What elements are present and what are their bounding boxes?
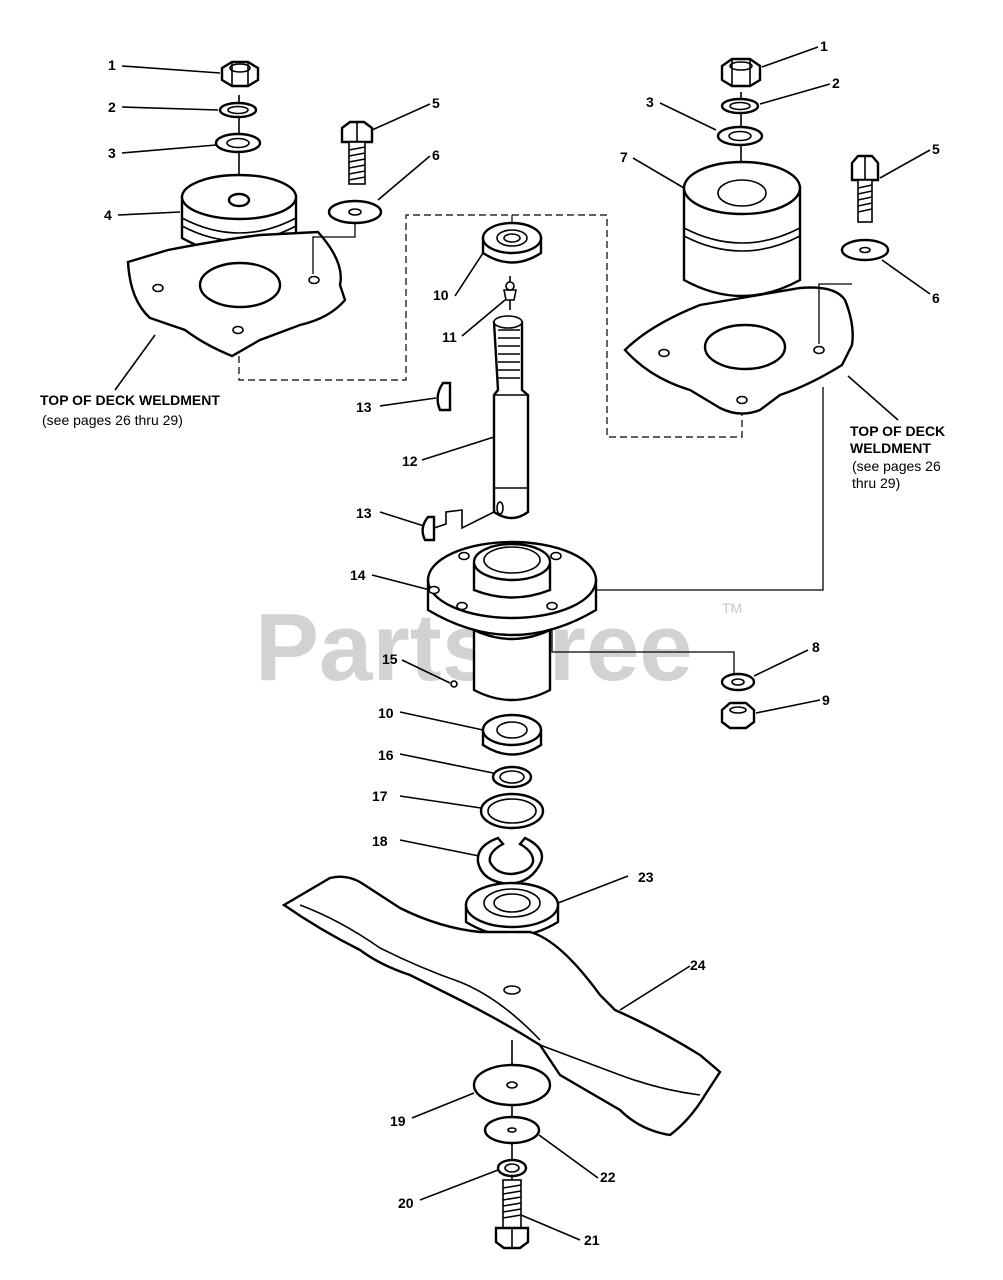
callout-5: 5 (432, 95, 440, 111)
callout-5-right: 5 (932, 141, 940, 157)
right-nut (720, 57, 762, 88)
left-nut (220, 60, 260, 88)
grease-fitting (503, 276, 517, 310)
callout-3: 3 (108, 145, 116, 161)
callout-23: 23 (638, 869, 654, 885)
callout-3-right: 3 (646, 94, 654, 110)
right-isolator (682, 160, 802, 311)
right-caption-line1: TOP OF DECK (850, 423, 945, 439)
callout-13-lower: 13 (356, 505, 372, 521)
retaining-ring (476, 836, 544, 886)
callout-9: 9 (822, 692, 830, 708)
blade-adapter (464, 881, 560, 938)
mower-blade (281, 875, 722, 1137)
callout-8: 8 (812, 639, 820, 655)
spindle-shaft (492, 315, 530, 520)
left-mount-assembly (126, 60, 383, 358)
callout-17: 17 (372, 788, 388, 804)
callout-19: 19 (390, 1113, 406, 1129)
right-caption-ref1: (see pages 26 (852, 458, 941, 474)
callout-13: 13 (356, 399, 372, 415)
blade-bolt (494, 1179, 530, 1250)
upper-bearing (481, 221, 543, 264)
callout-6: 6 (432, 147, 440, 163)
right-caption-ref2: thru 29) (852, 475, 900, 491)
callout-24: 24 (690, 957, 706, 973)
callout-11: 11 (442, 329, 457, 345)
woodruff-key-upper (436, 381, 452, 412)
callout-4: 4 (104, 207, 112, 223)
callout-10: 10 (433, 287, 449, 303)
callout-2-right: 2 (832, 75, 840, 91)
callout-14: 14 (350, 567, 366, 583)
callout-numbers: 1 2 3 4 5 6 1 2 3 7 5 6 8 9 10 11 13 12 … (104, 38, 940, 1248)
callout-1-right: 1 (820, 38, 828, 54)
leader-lines (114, 46, 931, 1241)
right-mount-assembly (623, 57, 890, 415)
woodruff-key-lower (421, 515, 436, 542)
left-caption-ref: (see pages 26 thru 29) (42, 412, 183, 428)
spindle-housing (426, 540, 598, 702)
callout-2: 2 (108, 99, 116, 115)
callout-15: 15 (382, 651, 398, 667)
callout-20: 20 (398, 1195, 414, 1211)
left-bolt (340, 120, 374, 185)
callout-12: 12 (402, 453, 418, 469)
right-caption-line2: WELDMENT (850, 440, 931, 456)
right-caption: TOP OF DECK WELDMENT (see pages 26 thru … (850, 423, 945, 491)
callout-22: 22 (600, 1169, 616, 1185)
left-caption: TOP OF DECK WELDMENT (see pages 26 thru … (40, 392, 220, 428)
callout-1: 1 (108, 57, 116, 73)
lower-bearing (481, 713, 543, 756)
callout-21: 21 (584, 1232, 600, 1248)
callout-16: 16 (378, 747, 394, 763)
callout-6-right: 6 (932, 290, 940, 306)
small-fitting (450, 680, 458, 688)
watermark-tm: TM (722, 600, 742, 616)
hex-nut (720, 701, 756, 730)
callout-10-lower: 10 (378, 705, 394, 721)
left-caption-title: TOP OF DECK WELDMENT (40, 392, 220, 408)
right-bolt (850, 154, 880, 223)
callout-18: 18 (372, 833, 388, 849)
callout-7: 7 (620, 149, 628, 165)
connector-nut (551, 620, 735, 675)
